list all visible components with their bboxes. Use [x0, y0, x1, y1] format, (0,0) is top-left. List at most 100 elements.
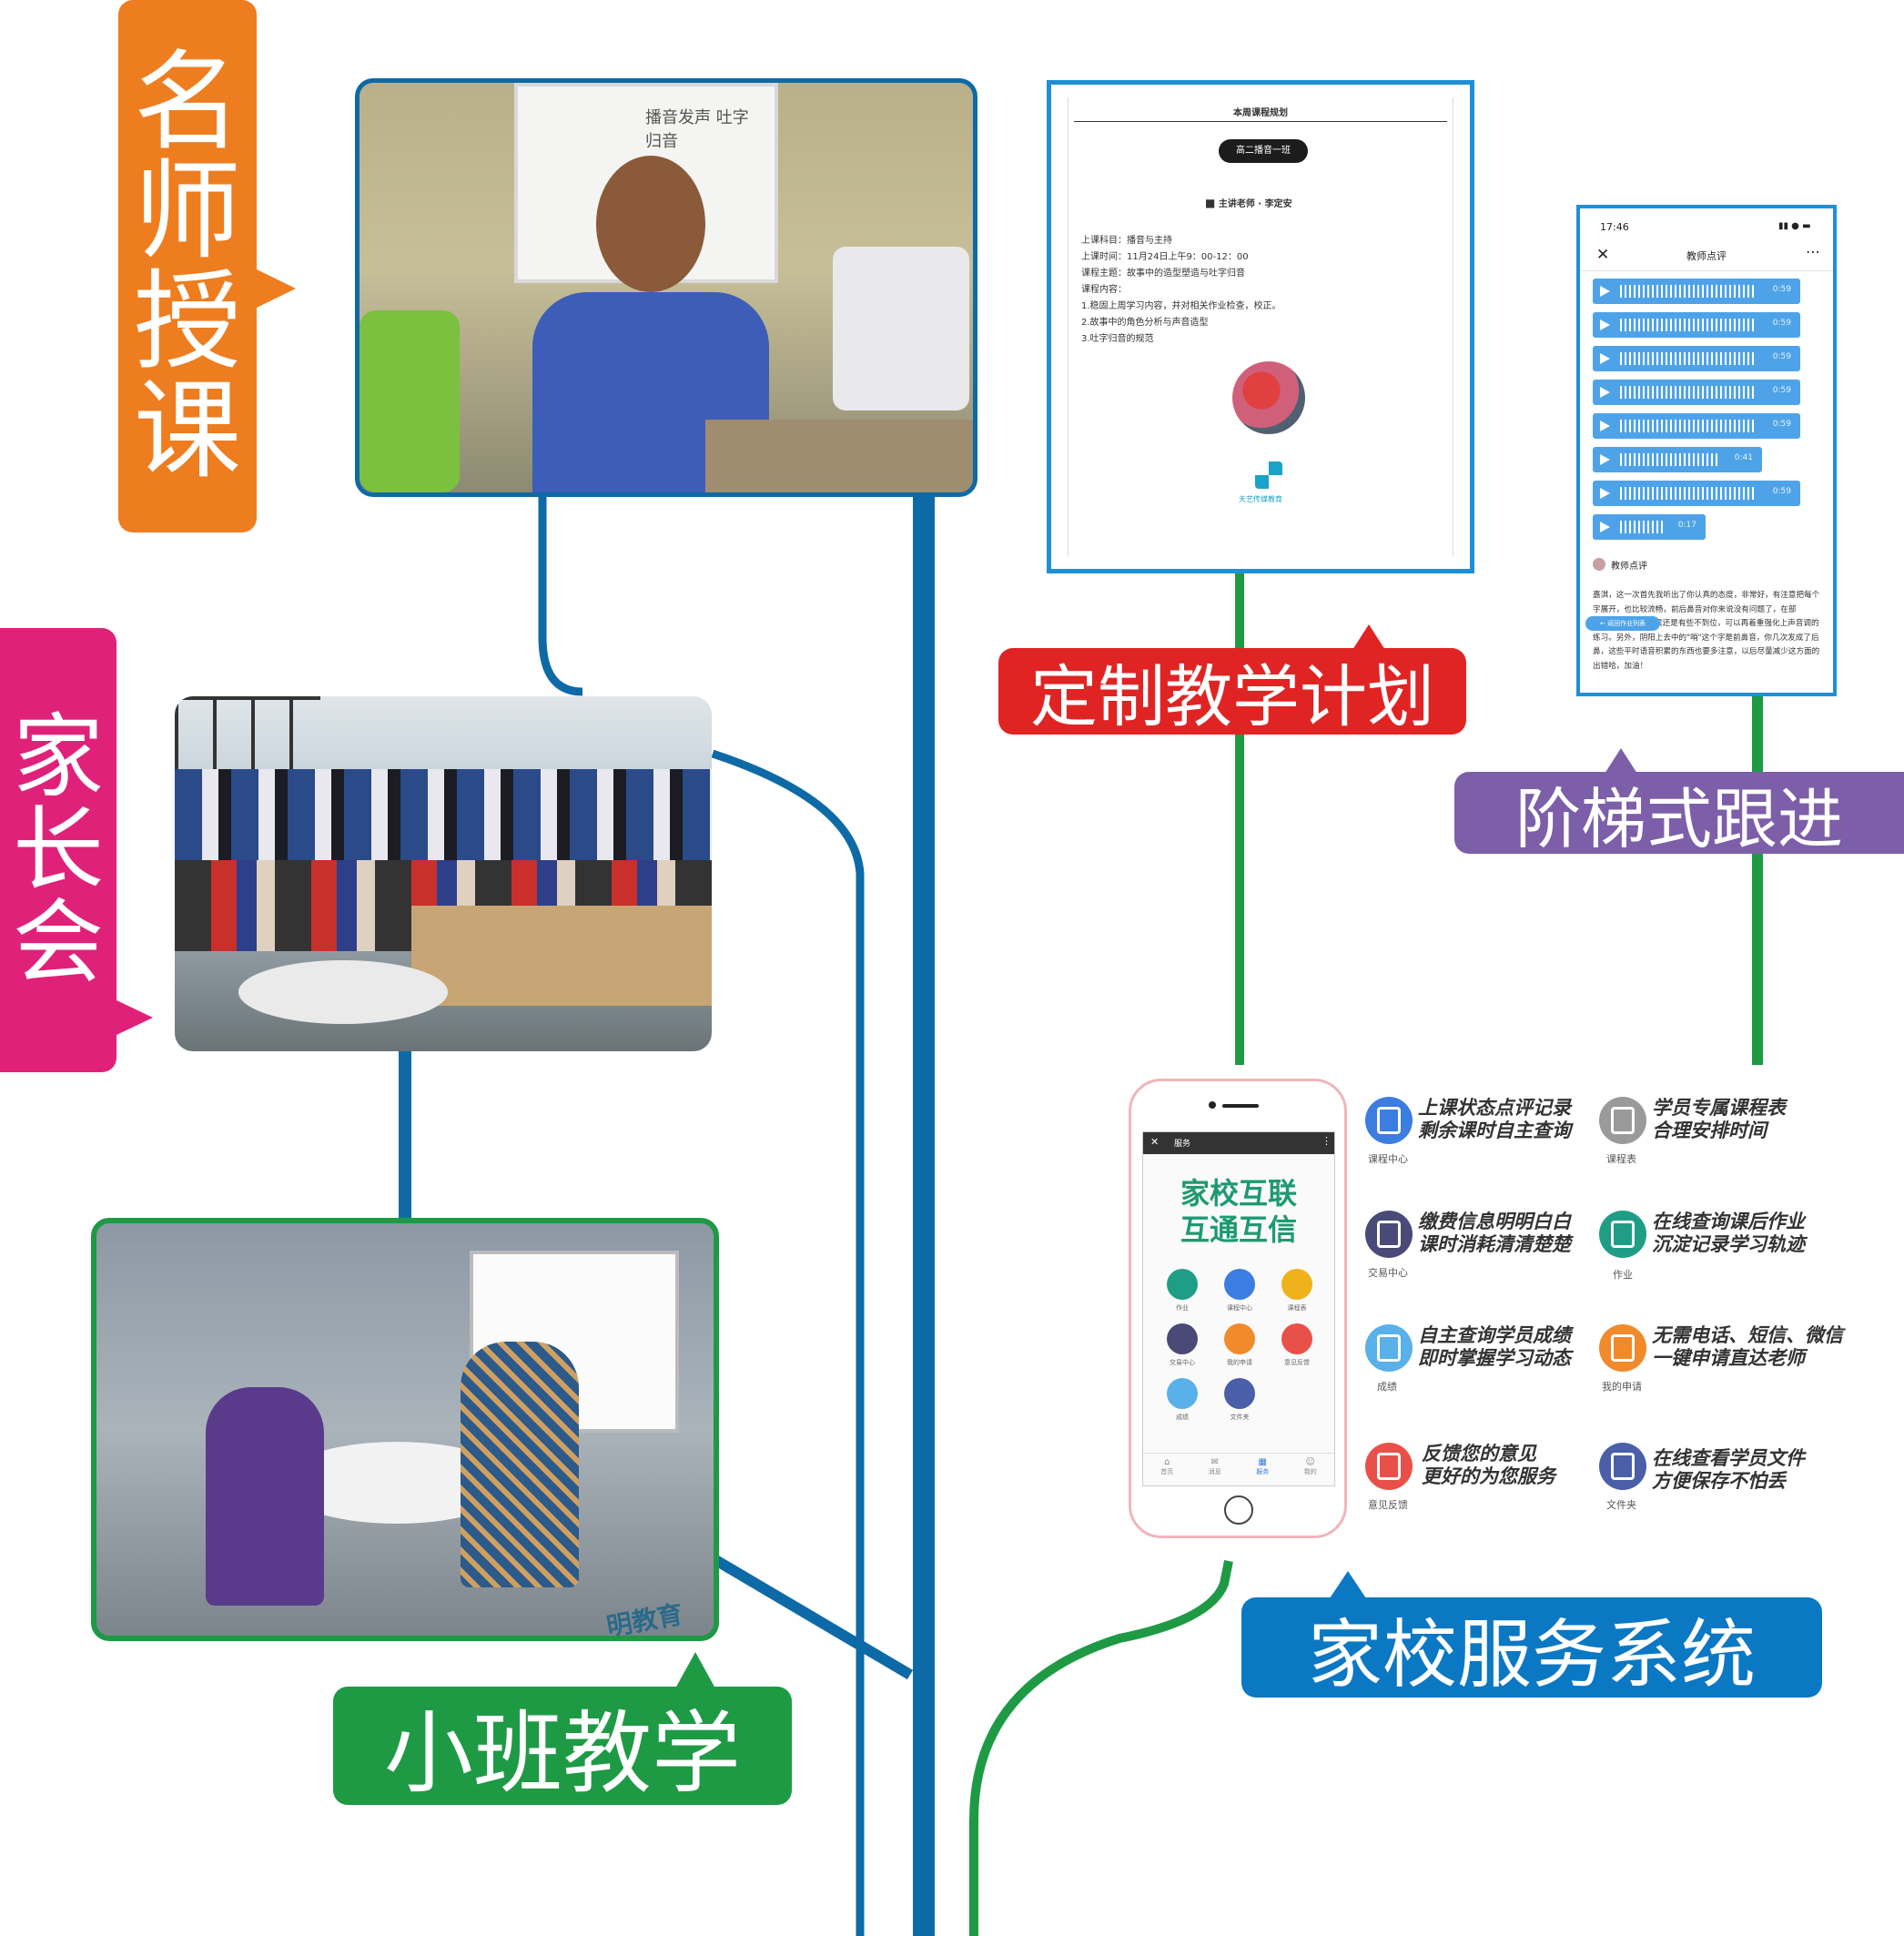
voice-message[interactable]: 0:41 — [1593, 447, 1762, 472]
voice-duration: 0:59 — [1772, 285, 1791, 294]
desk — [705, 420, 973, 492]
homework-icon — [1599, 1211, 1646, 1258]
tab-label: 消息 — [1208, 1468, 1221, 1475]
voice-message[interactable]: 0:59 — [1593, 279, 1800, 304]
phone-speaker — [1222, 1104, 1259, 1108]
feature-label: 成绩 — [1377, 1381, 1397, 1393]
feature-label: 交易中心 — [1368, 1267, 1408, 1279]
class-badge-text: 高二播音一班 — [1236, 146, 1291, 156]
grid-label: 成绩 — [1176, 1414, 1189, 1421]
tab-label: 我的 — [1303, 1468, 1317, 1475]
tag-stepped-followup-pointer — [1605, 748, 1637, 774]
tag-small-class-pointer — [675, 1652, 715, 1688]
voice-duration: 0:59 — [1772, 319, 1791, 328]
tab-messages[interactable]: ✉ 消息 — [1209, 1454, 1221, 1487]
photo-parent-meeting — [175, 696, 712, 1051]
back-to-list-chip[interactable]: ← 返回作业列表 — [1585, 616, 1660, 631]
play-icon[interactable] — [1600, 488, 1610, 499]
monitor — [833, 247, 969, 411]
voice-duration: 0:17 — [1677, 521, 1696, 530]
grades-grid-icon[interactable] — [1167, 1378, 1198, 1409]
voice-message[interactable]: 0:59 — [1593, 413, 1800, 439]
doc-title-rule — [1074, 121, 1447, 122]
grid-icon: ▦ — [1258, 1457, 1267, 1467]
doc-line: 2.故事中的角色分析与声音造型 — [1081, 318, 1209, 328]
doc-line: 3.吐字归音的规范 — [1081, 334, 1154, 344]
feature-label: 我的申请 — [1602, 1381, 1642, 1393]
home-icon: ⌂ — [1164, 1457, 1170, 1467]
app-phone-mockup: ✕ 服务 ⋮ 家校互联 互通互信 作业 课程中心 课程表 交易中心 我的申请 意… — [1129, 1079, 1347, 1538]
play-icon[interactable] — [1600, 286, 1610, 297]
timetable-grid-icon[interactable] — [1281, 1269, 1312, 1300]
home-button[interactable] — [1224, 1495, 1253, 1525]
tag-stepped-followup-text: 阶梯式跟进 — [1514, 780, 1843, 857]
doc-line: 1.稳固上周学习内容，并对相关作业检查，校正。 — [1081, 301, 1281, 311]
feature-label: 课程中心 — [1368, 1153, 1408, 1165]
green-chair — [360, 310, 460, 492]
tab-profile[interactable]: ☺ 我的 — [1304, 1454, 1317, 1487]
voice-message[interactable]: 0:59 — [1593, 481, 1800, 506]
feature-text: 反馈您的意见 更好的为您服务 — [1422, 1443, 1555, 1487]
voice-message[interactable]: 0:59 — [1593, 346, 1800, 371]
weekly-schedule-doc: 本周课程规划 高二播音一班 ■ 主讲老师 · 李定安 上课科目：播音与主持 上课… — [1047, 80, 1474, 573]
sofa — [411, 906, 712, 1006]
doc-line: 课程内容： — [1081, 285, 1127, 295]
feedback-grid-icon[interactable] — [1281, 1323, 1312, 1354]
feature-text: 缴费信息明明白白 课时消耗清清楚楚 — [1418, 1211, 1571, 1255]
more-icon[interactable]: ⋯ — [1806, 243, 1820, 260]
doc-line: 上课科目：播音与主持 — [1081, 236, 1172, 246]
play-icon[interactable] — [1600, 319, 1610, 330]
grid-label: 课程表 — [1287, 1304, 1307, 1312]
doc-title: 本周课程规划 — [1233, 108, 1288, 118]
message-icon: ✉ — [1210, 1457, 1219, 1467]
play-icon[interactable] — [1600, 421, 1610, 431]
grid-label: 课程中心 — [1227, 1304, 1252, 1312]
homework-grid-icon[interactable] — [1167, 1269, 1198, 1300]
app-header-title: 服务 — [1174, 1140, 1191, 1149]
voice-message[interactable]: 0:17 — [1593, 514, 1706, 540]
feature-label: 意见反馈 — [1368, 1499, 1408, 1511]
back-arrow-icon: ← — [1599, 620, 1605, 627]
voice-duration: 0:59 — [1772, 420, 1791, 429]
teacher-line: ■ 主讲老师 · 李定安 — [1205, 196, 1292, 209]
coffee-table — [238, 960, 448, 1024]
tag-home-school-system: 家校服务系统 — [1241, 1597, 1822, 1698]
status-icons: ▮▮ ● ▬ — [1778, 221, 1811, 231]
back-to-list-label: 返回作业列表 — [1607, 620, 1646, 627]
play-icon[interactable] — [1600, 353, 1610, 364]
course-center-grid-icon[interactable] — [1224, 1269, 1255, 1300]
review-comment: 嘉淇，这一次首先我听出了你认真的态度，非常好，有注意把每个字展开，也比较流畅，前… — [1593, 591, 1820, 671]
transaction-grid-icon[interactable] — [1167, 1323, 1198, 1354]
more-icon[interactable]: ⋮ — [1322, 1135, 1332, 1147]
play-icon[interactable] — [1600, 454, 1610, 465]
review-title: 教师点评 — [1686, 250, 1727, 262]
folder-grid-icon[interactable] — [1224, 1378, 1255, 1409]
grades-icon — [1365, 1324, 1413, 1372]
tag-home-school-system-text: 家校服务系统 — [1307, 1611, 1756, 1698]
feature-text: 自主查询学员成绩 即时掌握学习动态 — [1418, 1324, 1571, 1369]
tag-custom-plan: 定制教学计划 — [998, 648, 1466, 736]
wall-text: 明教育 — [604, 1598, 685, 1641]
teacher-avatar — [1232, 361, 1305, 434]
close-icon[interactable]: ✕ — [1596, 246, 1610, 264]
tab-label: 首页 — [1160, 1468, 1174, 1475]
application-grid-icon[interactable] — [1224, 1323, 1255, 1354]
tab-home[interactable]: ⌂ 首页 — [1160, 1454, 1173, 1487]
smile-icon: ☺ — [1305, 1457, 1315, 1467]
audience-back-row — [175, 769, 712, 869]
voice-message[interactable]: 0:59 — [1593, 312, 1800, 338]
tag-famous-teacher-pointer — [255, 269, 296, 309]
feature-label: 课程表 — [1606, 1153, 1636, 1165]
feedback-icon — [1365, 1443, 1413, 1490]
voice-message[interactable]: 0:59 — [1593, 380, 1800, 405]
play-icon[interactable] — [1600, 522, 1610, 532]
header-divider — [1580, 270, 1833, 271]
folder-icon — [1599, 1443, 1646, 1490]
close-icon[interactable]: ✕ — [1150, 1136, 1160, 1148]
review-section-title: 教师点评 — [1611, 562, 1647, 572]
reviewer-avatar — [1593, 558, 1605, 571]
whiteboard-text: 播音发声 吐字归音 — [645, 108, 749, 151]
tab-services[interactable]: ▦ 服务 — [1256, 1454, 1269, 1487]
tag-parent-meeting: 家长会 — [0, 628, 116, 1072]
play-icon[interactable] — [1600, 387, 1610, 398]
